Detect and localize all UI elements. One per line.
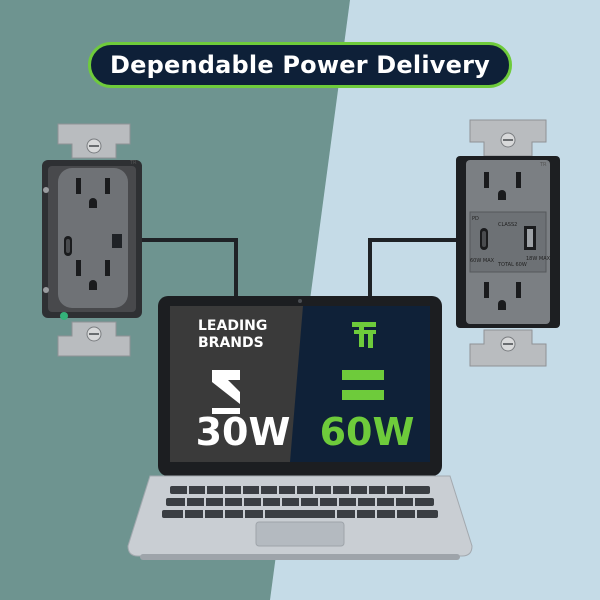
equals-icon [342, 370, 384, 400]
usb-cables [120, 238, 482, 300]
keyboard-key-gaps [183, 486, 417, 518]
title-text: Dependable Power Delivery [110, 51, 490, 79]
usb-class-label: CLASS2 [498, 222, 518, 228]
tr-left-label: TR [130, 160, 137, 166]
pd-max-label: 60W MAX [470, 258, 495, 264]
usb-max-label: 18W MAX [526, 256, 551, 262]
pd-label: PD [472, 216, 479, 222]
total-label: TOTAL 60W [498, 262, 527, 268]
title-banner: Dependable Power Delivery [88, 42, 512, 88]
tr-right-label: TR [540, 162, 547, 168]
competitor-wattage: 30W [195, 410, 291, 454]
right-cable [368, 238, 482, 300]
less-or-equal-icon [212, 370, 240, 414]
right-outlet [456, 119, 560, 367]
screen-right-panel [290, 306, 430, 462]
laptop-trackpad [255, 521, 345, 547]
leading-brands-label: LEADING BRANDS [198, 318, 268, 351]
left-outlet [42, 123, 142, 357]
left-cable [120, 238, 238, 300]
brand-logo-icon [352, 322, 376, 348]
product-wattage: 60W [319, 410, 415, 454]
